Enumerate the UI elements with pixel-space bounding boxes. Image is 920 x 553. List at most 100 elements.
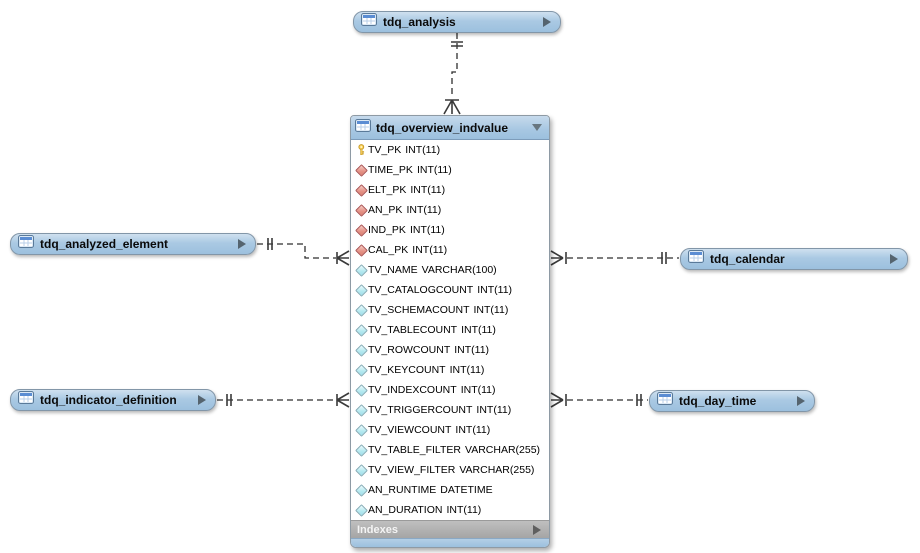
- foreign-key-icon: [355, 183, 368, 197]
- primary-key-icon: [355, 144, 368, 156]
- relationship-analysis-overview[interactable]: [443, 33, 463, 115]
- attribute-icon: [355, 403, 368, 417]
- column-type: INT(11): [455, 424, 491, 436]
- expand-right-icon[interactable]: [543, 17, 551, 27]
- column-type: INT(11): [416, 164, 452, 176]
- table-tdq-day-time[interactable]: tdq_day_time: [649, 390, 815, 412]
- column-name: TV_INDEXCOUNT: [368, 384, 457, 396]
- table-icon: [361, 13, 377, 31]
- column-name: TV_ROWCOUNT: [368, 344, 451, 356]
- attribute-icon: [355, 503, 368, 517]
- column-type: INT(11): [476, 404, 512, 416]
- column-name: TV_VIEWCOUNT: [368, 424, 452, 436]
- column-name: TV_PK: [368, 144, 402, 156]
- expand-right-icon[interactable]: [198, 395, 206, 405]
- column-name: TV_NAME: [368, 264, 418, 276]
- column-name: TV_TABLE_FILTER: [368, 444, 461, 456]
- attribute-icon: [355, 303, 368, 317]
- expand-right-icon[interactable]: [238, 239, 246, 249]
- column-name: TV_SCHEMACOUNT: [368, 304, 470, 316]
- column-name: CAL_PK: [368, 244, 409, 256]
- column-name: TV_VIEW_FILTER: [368, 464, 456, 476]
- attribute-icon: [355, 383, 368, 397]
- column-type: VARCHAR(100): [421, 264, 497, 276]
- table-icon: [18, 235, 34, 253]
- column-type: INT(11): [406, 204, 442, 216]
- expand-right-icon[interactable]: [797, 396, 805, 406]
- foreign-key-icon: [355, 223, 368, 237]
- attribute-icon: [355, 463, 368, 477]
- relationship-analyzed-element-overview[interactable]: [257, 238, 350, 266]
- table-title: tdq_analyzed_element: [40, 237, 169, 251]
- column-name: TV_TABLECOUNT: [368, 324, 458, 336]
- attribute-icon: [355, 443, 368, 457]
- table-footer-strip: [351, 538, 549, 547]
- table-tdq-analyzed-element[interactable]: tdq_analyzed_element: [10, 233, 256, 255]
- column-name: AN_PK: [368, 204, 403, 216]
- foreign-key-icon: [355, 243, 368, 257]
- table-title: tdq_calendar: [710, 252, 785, 266]
- column-type: INT(11): [410, 184, 446, 196]
- expand-right-icon[interactable]: [890, 254, 898, 264]
- collapse-down-icon[interactable]: [532, 124, 542, 131]
- foreign-key-icon: [355, 203, 368, 217]
- indexes-bar[interactable]: Indexes: [351, 520, 549, 538]
- relationship-overview-calendar[interactable]: [550, 250, 679, 266]
- column-type: INT(11): [477, 284, 513, 296]
- column-type: VARCHAR(255): [464, 444, 541, 456]
- column-name: TIME_PK: [368, 164, 413, 176]
- column-name: TV_KEYCOUNT: [368, 364, 446, 376]
- attribute-icon: [355, 423, 368, 437]
- table-icon: [355, 118, 371, 137]
- column-name: TV_TRIGGERCOUNT: [368, 404, 473, 416]
- column-type: INT(11): [405, 144, 441, 156]
- table-tdq-indicator-definition[interactable]: tdq_indicator_definition: [10, 389, 216, 411]
- column-type: INT(11): [409, 224, 445, 236]
- foreign-key-icon: [355, 163, 368, 177]
- column-type: INT(11): [473, 304, 509, 316]
- table-header[interactable]: tdq_overview_indvalue: [351, 116, 549, 140]
- table-icon: [18, 391, 34, 409]
- table-title: tdq_overview_indvalue: [376, 120, 509, 135]
- column-name: TV_CATALOGCOUNT: [368, 284, 474, 296]
- column-type: INT(11): [460, 384, 496, 396]
- table-tdq-analysis[interactable]: tdq_analysis: [353, 11, 561, 33]
- relationship-indicator-definition-overview[interactable]: [217, 392, 350, 408]
- table-tdq-calendar[interactable]: tdq_calendar: [680, 248, 908, 270]
- attribute-icon: [355, 343, 368, 357]
- table-icon: [657, 392, 673, 410]
- column-type: INT(11): [449, 364, 485, 376]
- column-type: DATETIME: [440, 484, 493, 496]
- table-icon: [688, 250, 704, 268]
- attribute-icon: [355, 483, 368, 497]
- column-type: INT(11): [454, 344, 490, 356]
- table-title: tdq_indicator_definition: [40, 393, 177, 407]
- attribute-icon: [355, 323, 368, 337]
- relationship-overview-day-time[interactable]: [550, 392, 648, 408]
- expand-right-icon[interactable]: [533, 524, 541, 535]
- attribute-icon: [355, 363, 368, 377]
